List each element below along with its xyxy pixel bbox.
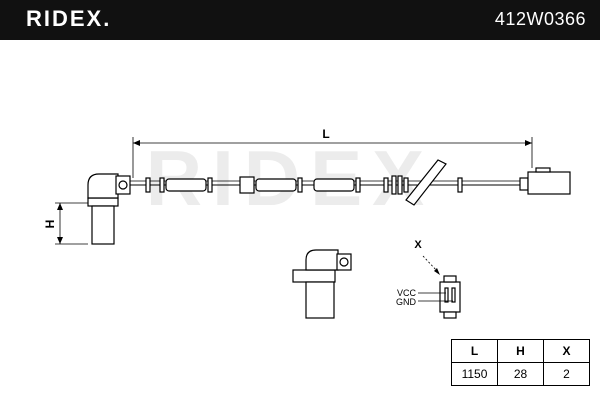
length-dimension (132, 137, 533, 178)
height-label: H (43, 220, 57, 229)
table-header-row: L H X (451, 339, 590, 363)
sensor-drawing: RIDEX L H (43, 127, 571, 319)
table-header: X (543, 339, 590, 363)
table-header: H (497, 339, 544, 363)
connector-face (439, 275, 461, 319)
cable-connector (519, 167, 571, 195)
length-label: L (322, 127, 329, 141)
pin-label-gnd: GND (396, 297, 417, 307)
pin-label-vcc: VCC (397, 288, 417, 298)
pin-lines (418, 292, 453, 302)
watermark-text: RIDEX (146, 134, 434, 222)
header-bar: RIDEX. 412W0366 (0, 0, 600, 40)
part-number: 412W0366 (494, 9, 586, 29)
sensor-body (87, 173, 131, 245)
sensor-cable (130, 159, 520, 206)
dimensions-table: L H X 1150 28 2 (451, 339, 590, 386)
height-dimension (55, 202, 88, 245)
connector-view-label: X (414, 239, 422, 251)
view-arrow (422, 255, 440, 275)
table-row: 1150 28 2 (451, 362, 590, 386)
table-cell: 1150 (451, 362, 498, 386)
table-header: L (451, 339, 498, 363)
sensor-side-view (292, 249, 352, 319)
table-cell: 28 (497, 362, 544, 386)
table-cell: 2 (543, 362, 590, 386)
brand-logo: RIDEX. (26, 6, 112, 31)
